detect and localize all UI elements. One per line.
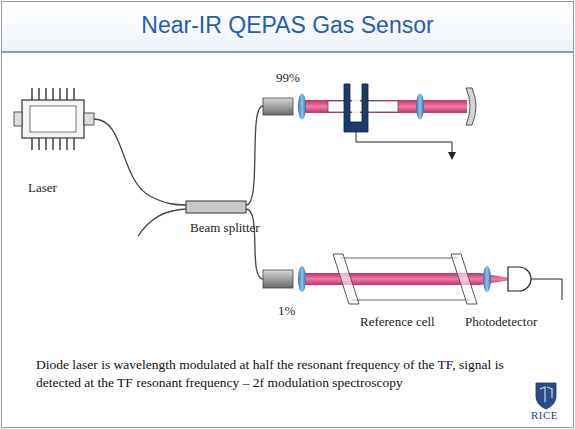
fiber-coupler	[186, 201, 246, 213]
laser-package	[14, 88, 94, 150]
qepas-branch	[263, 84, 476, 160]
mirror	[466, 88, 476, 125]
photodetector-symbol	[508, 267, 531, 291]
percent-label: 99%	[276, 70, 300, 86]
optical-fiber	[94, 106, 263, 279]
part-label: Photodetector	[465, 314, 537, 330]
percent-label: 1%	[278, 303, 295, 319]
part-label: Reference cell	[360, 314, 435, 330]
part-label: Beam splitter	[190, 220, 260, 236]
part-label: Laser	[28, 180, 57, 196]
signal-wire	[356, 132, 452, 154]
reference-branch	[263, 254, 562, 304]
logo-text: RICE	[531, 409, 558, 421]
caption: Diode laser is wavelength modulated at h…	[36, 356, 536, 392]
slide-title: Near-IR QEPAS Gas Sensor	[0, 12, 575, 39]
tuning-fork	[344, 84, 368, 132]
header-rule	[2, 51, 573, 53]
rice-shield	[536, 383, 556, 409]
